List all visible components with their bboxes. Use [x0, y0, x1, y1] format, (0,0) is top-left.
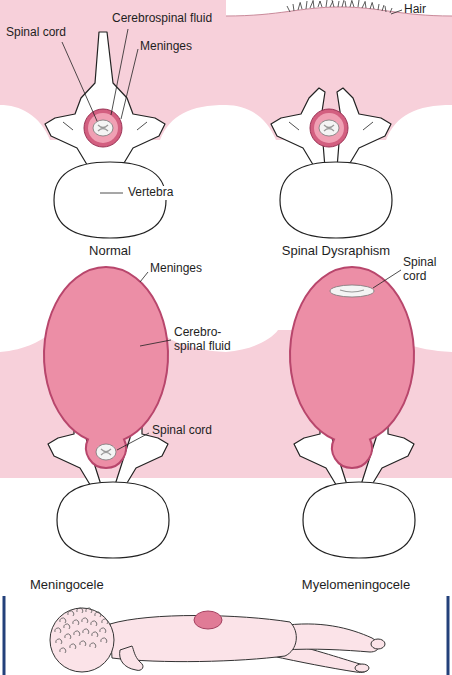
- structure-label: Spinal cord: [152, 424, 212, 438]
- frame-bar: [3, 596, 6, 675]
- vertebral-body: [280, 162, 392, 238]
- dysraphism-vertebra: [226, 0, 452, 238]
- myelomeningocele-vertebra: [226, 267, 452, 558]
- structure-label: Cerebrospinal fluid: [112, 12, 212, 26]
- normal-vertebra: [0, 0, 226, 238]
- infant-figure: [50, 608, 385, 672]
- spinal-cord: [96, 444, 116, 460]
- infant-hair: [55, 608, 108, 653]
- structure-label: Spinal cord: [6, 26, 66, 40]
- structure-label: Meninges: [150, 262, 202, 276]
- structure-label: Hair: [404, 3, 426, 17]
- back-lesion: [194, 611, 222, 629]
- infant-head: [50, 608, 114, 672]
- leader-lines: [62, 10, 402, 450]
- structure-label: Vertebra: [126, 186, 175, 200]
- spinal-canal: [84, 109, 122, 147]
- vertebral-body: [54, 162, 166, 238]
- hair-tuft: [287, 0, 392, 13]
- infant-arm: [120, 646, 143, 670]
- structure-label: Cerebro- spinal fluid: [174, 326, 248, 354]
- vertebral-body: [57, 482, 169, 558]
- meningeal-sac: [44, 267, 168, 468]
- frame-bar: [447, 596, 450, 675]
- cord-grey-matter: [340, 290, 364, 292]
- structure-label: Spinal cord: [403, 256, 449, 284]
- panel-caption: Myelomeningocele: [302, 578, 410, 593]
- spinal-cord: [330, 285, 374, 297]
- cord-grey-matter: [101, 449, 111, 455]
- panel-caption: Meningocele: [30, 578, 104, 593]
- infant-foot: [371, 639, 385, 649]
- vertebral-body: [303, 482, 415, 558]
- infant-foot: [355, 664, 369, 672]
- spinal-canal: [310, 109, 348, 147]
- meningocele-vertebra: [0, 267, 226, 558]
- panel-caption: Spinal Dysraphism: [282, 244, 390, 259]
- structure-label: Meninges: [140, 40, 192, 54]
- meningeal-sac: [290, 267, 414, 468]
- vertebral-arch: [271, 88, 391, 168]
- panel-caption: Normal: [89, 244, 131, 259]
